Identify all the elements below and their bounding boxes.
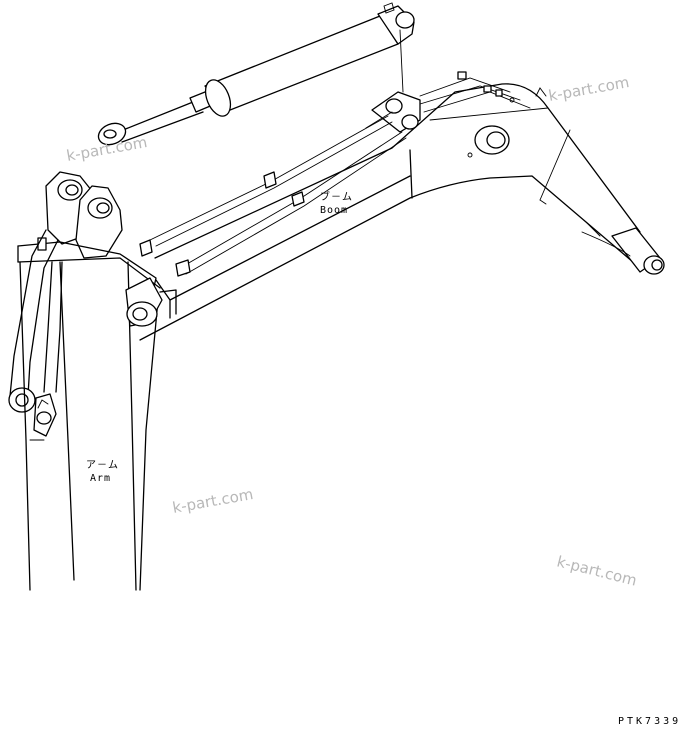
boom-cylinder bbox=[97, 2, 415, 146]
part-code: PTK7339 bbox=[618, 716, 682, 727]
arm-label-jp: ア－ム bbox=[86, 460, 119, 471]
arm bbox=[8, 171, 177, 591]
arm-label-en: Arm bbox=[90, 473, 112, 484]
hydraulic-lines bbox=[139, 115, 407, 277]
boom bbox=[139, 71, 665, 341]
boom-label-jp: ブ－ム bbox=[320, 192, 353, 203]
boom-label-en: Boom bbox=[320, 205, 349, 216]
